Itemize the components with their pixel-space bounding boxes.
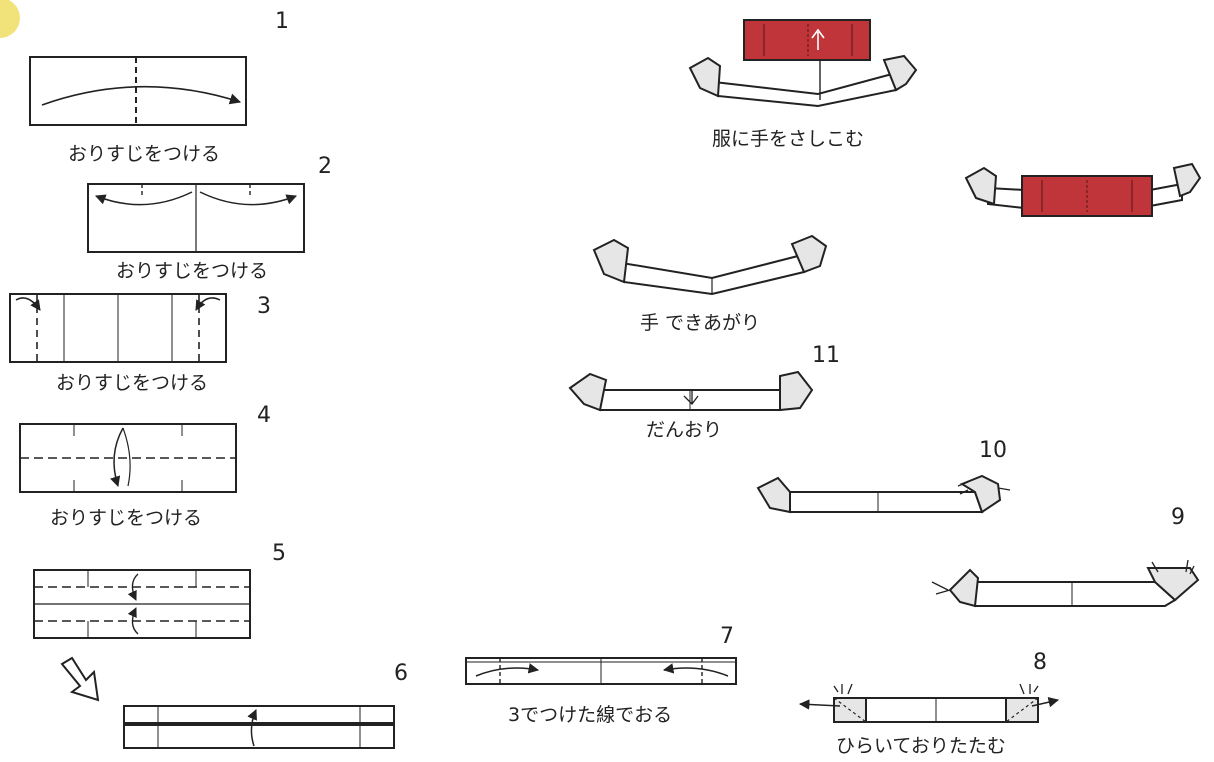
step-7-diagram (465, 657, 737, 685)
step-8-caption: ひらいておりたたむ (836, 735, 1006, 757)
step-11-number: 11 (812, 343, 840, 368)
step-10-number: 10 (979, 438, 1007, 463)
step-8-diagram (798, 683, 1060, 723)
step-4-number: 4 (257, 403, 271, 428)
step-9-number: 9 (1171, 505, 1185, 530)
transition-arrow-5-to-6 (60, 656, 100, 702)
step-8-number: 8 (1033, 650, 1047, 675)
step-1-diagram (29, 56, 247, 126)
clothing-with-hand-diagram (964, 162, 1202, 217)
step-9-diagram (931, 559, 1200, 608)
step-4-diagram (19, 423, 237, 493)
insert-caption: 服に手をさしこむ (712, 128, 865, 150)
step-5-number: 5 (272, 541, 286, 566)
finished-hand-diagram (592, 234, 828, 296)
step-1-number: 1 (275, 9, 289, 34)
step-1-caption: おりすじをつける (68, 143, 221, 165)
step-4-caption: おりすじをつける (50, 507, 203, 529)
step-3-diagram (9, 293, 227, 363)
corner-decoration (0, 0, 20, 38)
step-6-diagram (123, 705, 395, 749)
step-2-diagram (87, 183, 305, 253)
step-7-number: 7 (720, 624, 734, 649)
step-11-diagram (568, 370, 814, 412)
step-7-caption: 3でつけた線でおる (508, 704, 673, 726)
step-11-caption: だんおり (646, 419, 723, 441)
step-3-caption: おりすじをつける (56, 372, 209, 394)
step-2-caption: おりすじをつける (116, 260, 269, 282)
step-6-number: 6 (394, 661, 408, 686)
insert-into-clothing-diagram (688, 19, 918, 108)
step-3-number: 3 (257, 294, 271, 319)
step-5-diagram (33, 569, 251, 639)
step-10-diagram (756, 474, 1011, 514)
finished-caption: 手 できあがり (640, 312, 761, 334)
step-2-number: 2 (318, 154, 332, 179)
